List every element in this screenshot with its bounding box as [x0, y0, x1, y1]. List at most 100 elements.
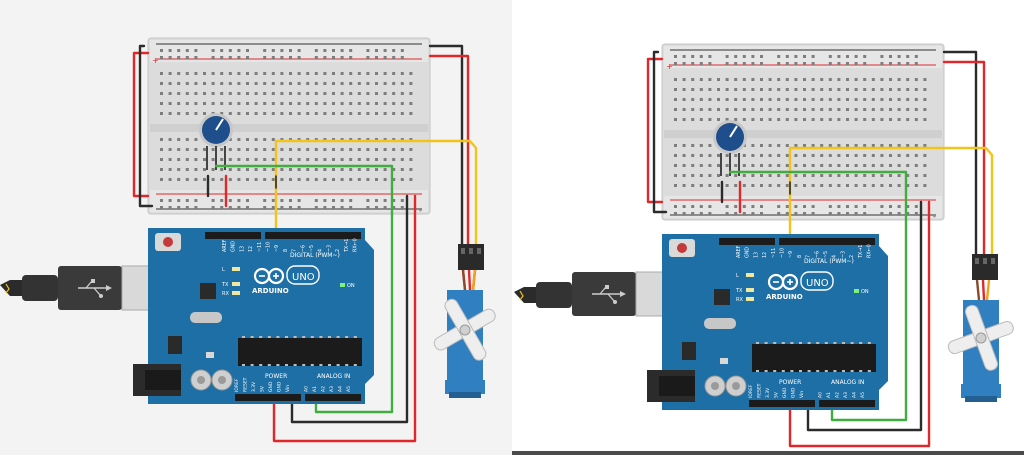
breadboard-hole [777, 154, 781, 157]
servo-motor[interactable] [937, 254, 1024, 402]
wire-black[interactable] [942, 50, 978, 258]
potentiometer[interactable] [199, 113, 233, 170]
breadboard-hole [914, 55, 918, 58]
power-header [749, 400, 815, 407]
breadboard-hole [854, 55, 858, 58]
servo-lead-orange [985, 279, 991, 301]
breadboard-hole [837, 205, 841, 208]
breadboard-hole [185, 112, 189, 115]
wire-red[interactable] [942, 60, 986, 258]
breadboard-hole [211, 168, 215, 171]
breadboard-hole [863, 212, 867, 215]
breadboard-hole [332, 112, 335, 115]
breadboard-hole [160, 112, 163, 115]
wire-red[interactable] [272, 194, 417, 443]
analog-header [819, 400, 875, 407]
breadboard-hole [674, 108, 677, 111]
breadboard-hole [228, 138, 232, 141]
wire-green[interactable] [214, 164, 394, 414]
potentiometer[interactable] [713, 120, 747, 176]
wire-green[interactable] [728, 170, 908, 422]
breadboard-hole [246, 82, 249, 85]
breadboard-hole [271, 138, 275, 141]
breadboard-hole [760, 88, 763, 91]
usb-cable[interactable] [514, 271, 683, 317]
wire-black[interactable] [138, 44, 154, 208]
breadboard-hole [906, 154, 910, 157]
wire-yellow[interactable] [274, 139, 478, 248]
breadboard-hole [409, 148, 413, 151]
breadboard-hole [185, 138, 189, 141]
breadboard[interactable]: + - [661, 43, 945, 221]
breadboard-hole [220, 206, 224, 209]
pin-label: GND [231, 241, 237, 252]
breadboard-hole [674, 78, 677, 81]
breadboard-hole [820, 184, 824, 187]
breadboard-hole [297, 72, 301, 75]
wire-red[interactable] [428, 54, 470, 248]
chip-pin [345, 336, 349, 338]
servo-motor[interactable] [419, 244, 512, 398]
breadboard-hole [794, 118, 798, 121]
breadboard-hole [185, 49, 189, 52]
breadboard-hole [271, 102, 275, 105]
chip-pin [353, 336, 357, 338]
breadboard-hole [846, 88, 849, 91]
wire-black[interactable] [652, 50, 668, 214]
breadboard-hole [742, 154, 746, 157]
breadboard-hole [314, 178, 318, 181]
breadboard-hole [340, 206, 344, 209]
breadboard-hole [742, 174, 746, 177]
pin-label: 3.3V [251, 381, 257, 392]
usb-cable[interactable] [0, 265, 169, 311]
uno-model-label: UNO [806, 278, 829, 289]
breadboard-hole [742, 78, 746, 81]
breadboard-hole [280, 178, 284, 181]
breadboard-hole [160, 72, 163, 75]
breadboard-hole [717, 88, 720, 91]
breadboard-hole [785, 184, 789, 187]
breadboard-hole [751, 174, 755, 177]
wire-red[interactable] [788, 200, 931, 448]
breadboard-hole [682, 144, 686, 147]
breadboard-hole [366, 49, 370, 52]
rail-holes-top [160, 49, 404, 59]
breadboard-hole [246, 138, 249, 141]
pin-label: ~6 [300, 245, 306, 252]
wire-yellow[interactable] [788, 146, 994, 258]
breadboard-hole [383, 148, 387, 151]
breadboard-hole [846, 164, 849, 167]
breadboard-hole [914, 78, 918, 81]
breadboard-hole [811, 184, 815, 187]
breadboard[interactable]: + - [147, 37, 431, 215]
breadboard-hole [854, 88, 858, 91]
usb-cable-end [514, 287, 536, 303]
breadboard-hole [828, 55, 832, 58]
pin-label: ~5 [309, 245, 315, 252]
breadboard-hole [349, 178, 353, 181]
breadboard-hole [751, 184, 755, 187]
chip-pin [250, 364, 254, 366]
breadboard-hole [203, 168, 206, 171]
breadboard-hole [185, 92, 189, 95]
breadboard-hole [246, 49, 249, 52]
breadboard-hole [306, 168, 310, 171]
breadboard-hole [203, 178, 206, 181]
breadboard-hole [340, 168, 344, 171]
breadboard-hole [357, 82, 361, 85]
breadboard-hole [854, 98, 858, 101]
breadboard-hole [297, 199, 301, 202]
breadboard-hole [794, 174, 798, 177]
wire-black[interactable] [806, 200, 923, 432]
wire-black[interactable] [428, 44, 464, 248]
wire-black[interactable] [290, 194, 409, 424]
chip-pin [345, 364, 349, 366]
pin-label: 5V [260, 385, 266, 392]
breadboard-hole [777, 205, 781, 208]
servo-connector-pin [469, 248, 473, 254]
breadboard-hole [734, 55, 738, 58]
breadboard-hole [803, 62, 806, 65]
breadboard-hole [691, 118, 695, 121]
